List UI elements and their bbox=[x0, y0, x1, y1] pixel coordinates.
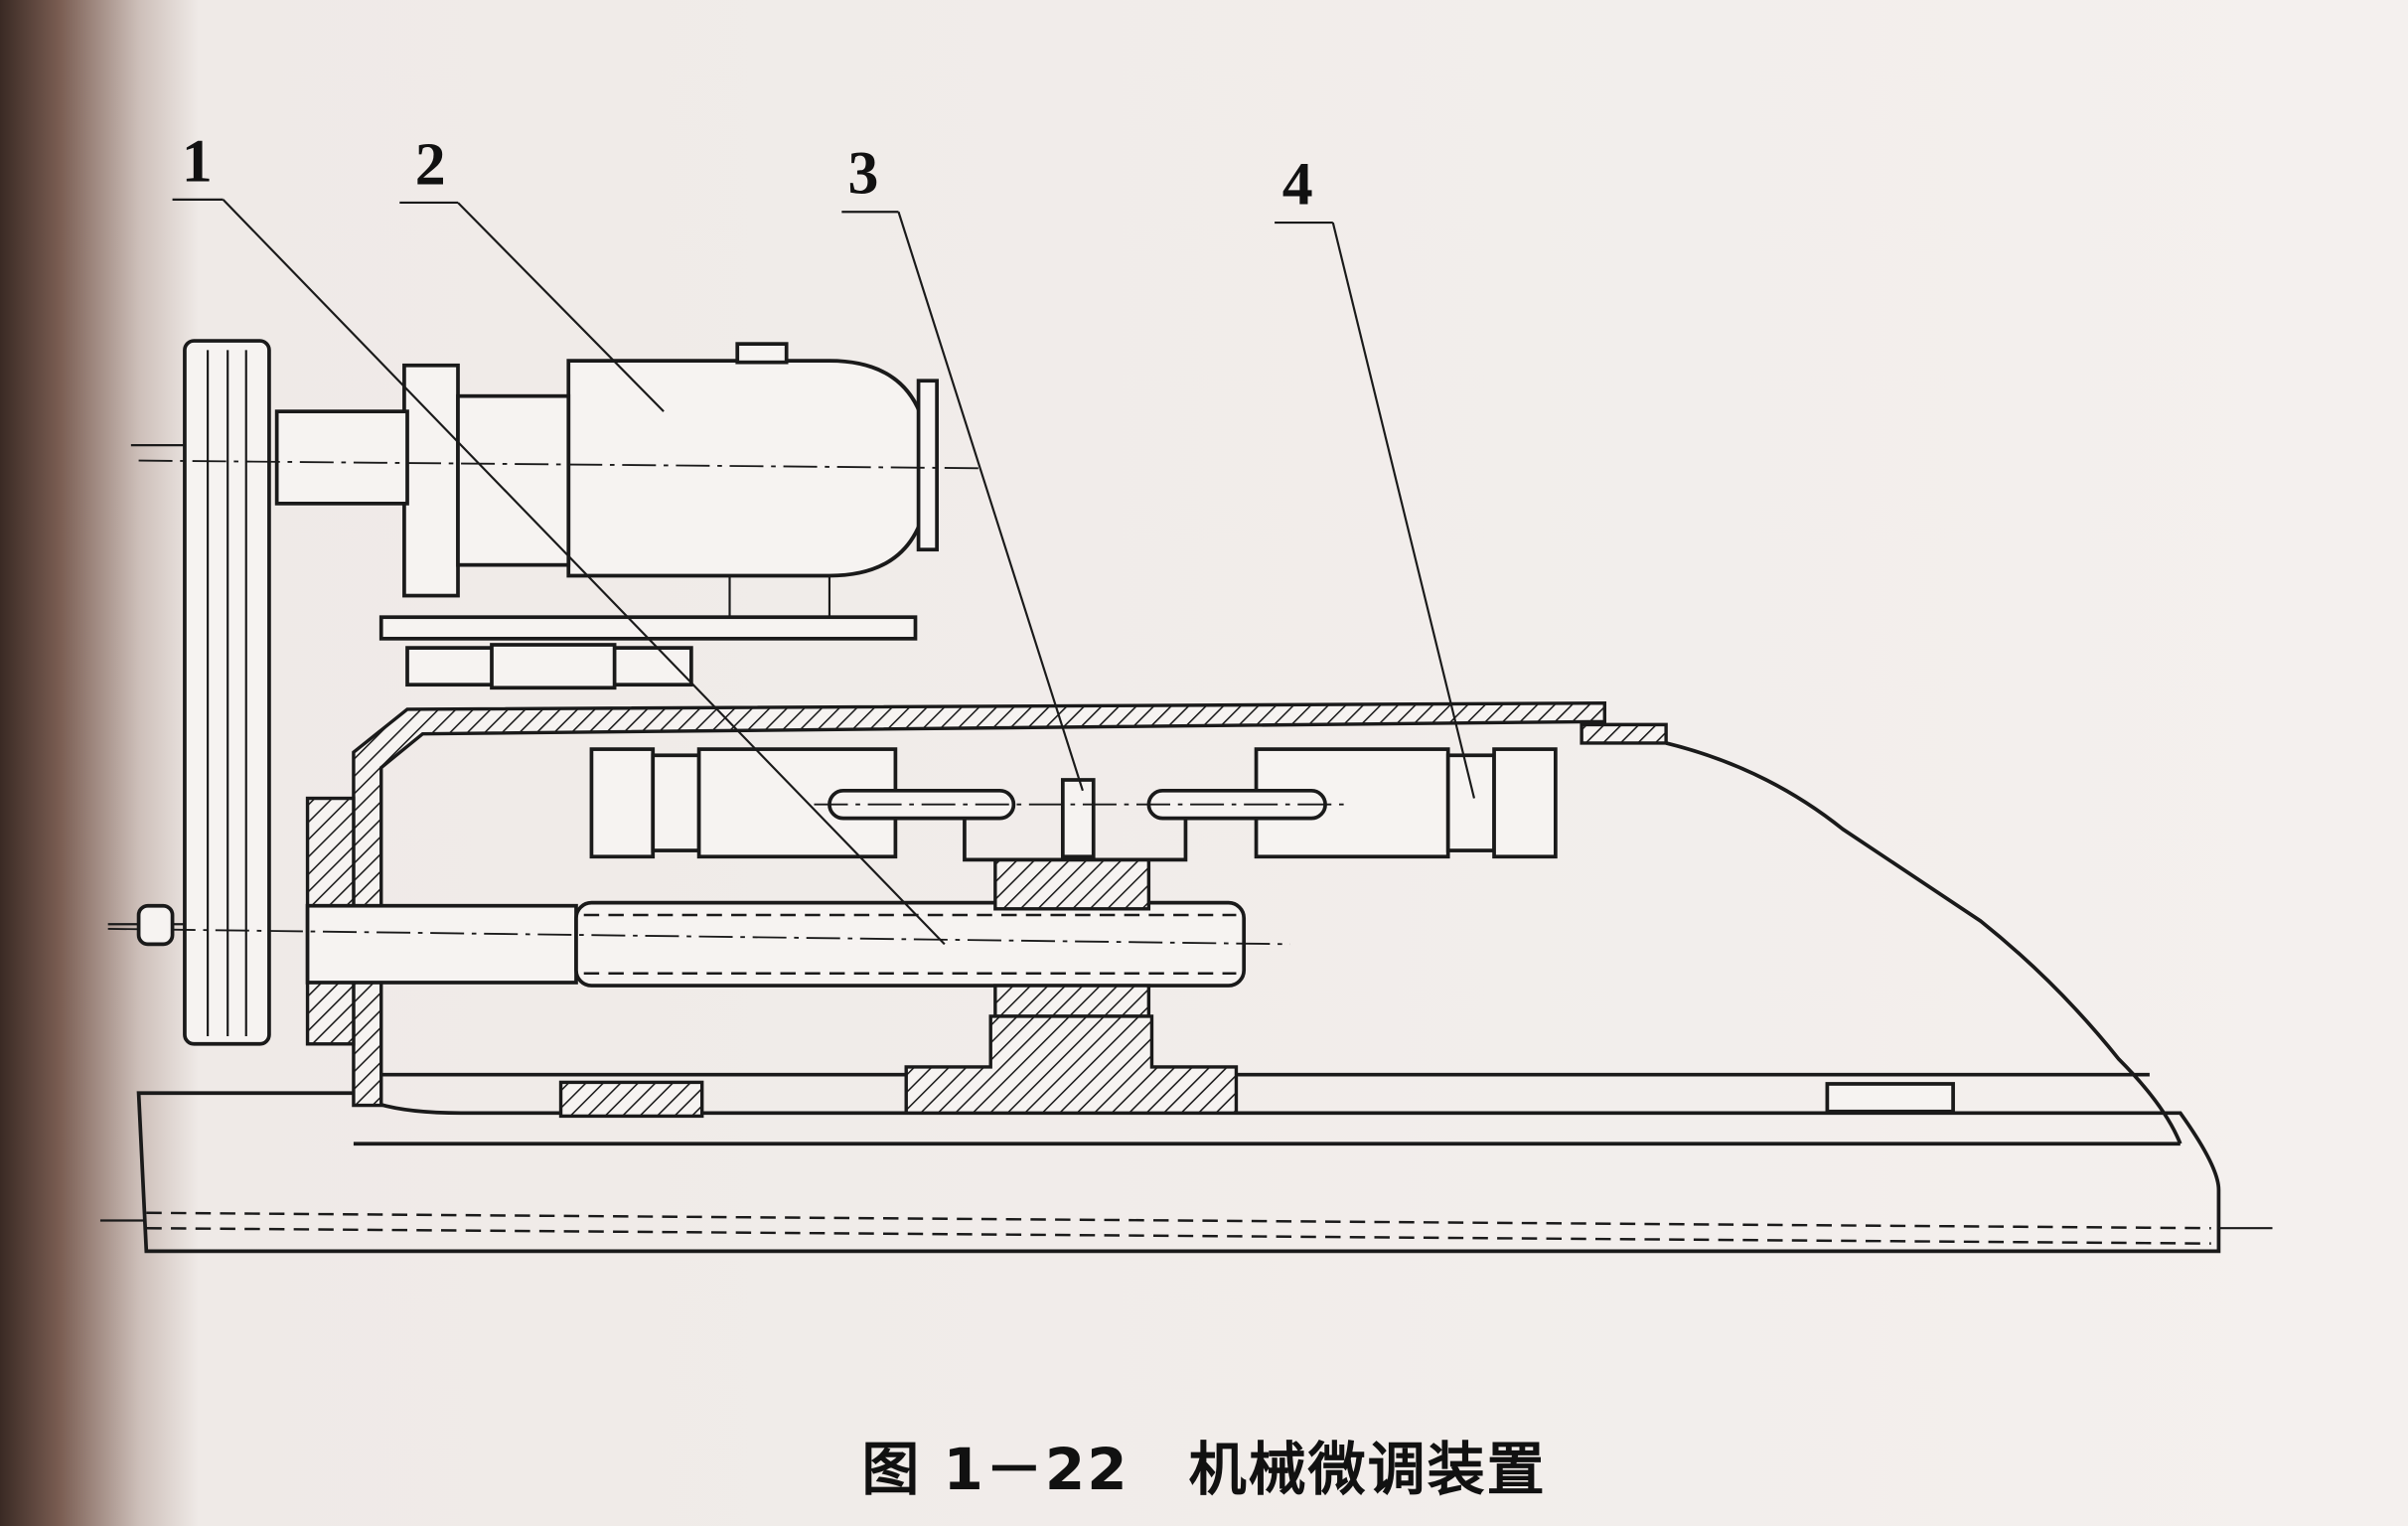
svg-text:4: 4 bbox=[1282, 151, 1313, 219]
svg-text:1: 1 bbox=[182, 127, 213, 195]
figure-caption: 图 1－22 机械微调装置 bbox=[861, 1436, 1547, 1503]
lead-screw-shaft bbox=[107, 796, 1290, 1046]
base-plate bbox=[99, 1091, 2273, 1254]
label-2: 2 bbox=[399, 130, 665, 412]
label-3: 3 bbox=[841, 140, 1084, 792]
label-1: 1 bbox=[172, 127, 946, 946]
pulley bbox=[107, 339, 271, 1046]
nut-carriage bbox=[558, 747, 1955, 1119]
housing bbox=[352, 701, 2182, 1144]
label-4: 4 bbox=[1275, 151, 1476, 799]
motor bbox=[138, 342, 983, 690]
svg-text:2: 2 bbox=[415, 130, 446, 198]
svg-text:3: 3 bbox=[847, 140, 878, 208]
